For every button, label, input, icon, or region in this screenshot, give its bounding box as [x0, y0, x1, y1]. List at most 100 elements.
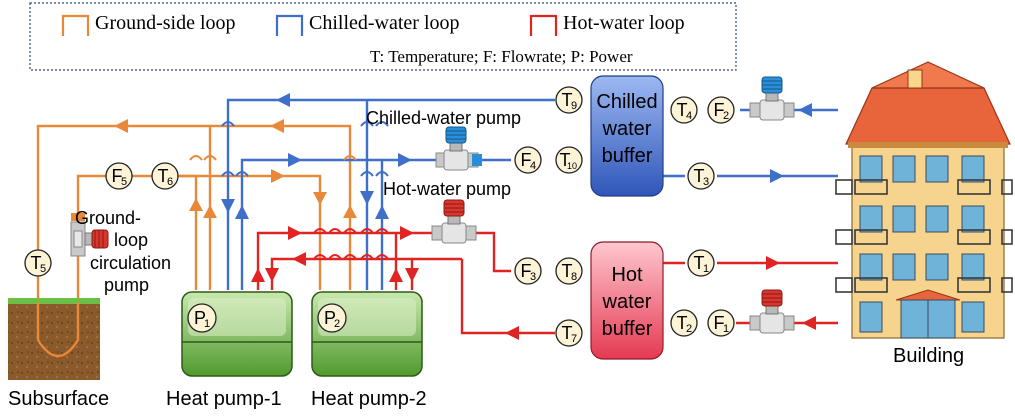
- pipe-crossings: [189, 121, 389, 260]
- sensor-t9: T9: [555, 86, 583, 114]
- sensor-letter: T: [694, 253, 705, 273]
- heat-pump-1-label: Heat pump-1: [166, 388, 282, 410]
- legend-ground-label: Ground-side loop: [95, 12, 236, 34]
- legend: Ground-side loop Chilled-water loop Hot-…: [29, 2, 737, 71]
- chilled-buffer-label-3: buffer: [602, 145, 653, 167]
- hot-buffer-label-1: Hot: [611, 264, 643, 286]
- legend-chilled-label: Chilled-water loop: [309, 12, 460, 34]
- sensor-circle: [707, 309, 735, 337]
- sensor-subscript: 1: [204, 318, 210, 330]
- hot-loop-legend-icon: [529, 14, 558, 36]
- hot-arrow-left-bottom: [505, 326, 519, 340]
- sensor-t2: T2: [670, 309, 698, 337]
- ground-arrow-right-2: [271, 169, 285, 183]
- sensor-subscript: 2: [723, 110, 729, 122]
- hot-pump-label: Hot-water pump: [383, 179, 511, 199]
- chilled-loop-legend-icon: [275, 14, 304, 36]
- heat-pump-1: Heat pump-1: [166, 291, 293, 410]
- sensor-circle: [555, 257, 583, 285]
- legend-box: [29, 2, 737, 71]
- sensor-subscript: 3: [530, 271, 536, 283]
- sensor-letter: T: [562, 261, 573, 281]
- sensor-letter: T: [562, 90, 573, 110]
- chilled-arrow-right: [288, 153, 302, 167]
- building-icon: Building: [835, 61, 1013, 367]
- sensor-subscript: 6: [167, 176, 173, 188]
- chilled-water-loop: [226, 98, 838, 290]
- sensor-letter: F: [521, 261, 532, 281]
- sensor-subscript: 9: [571, 100, 577, 112]
- sensor-letter: T: [694, 166, 705, 186]
- building-hot-pump-icon: [749, 289, 795, 334]
- chilled-arrow-up-hp2: [375, 205, 389, 219]
- ground-pump-label-2: loop: [114, 230, 148, 250]
- sensor-subscript: 2: [686, 323, 692, 335]
- sensor-circle: [555, 146, 583, 174]
- sensor-subscript: 7: [571, 333, 577, 345]
- sensor-letter: T: [560, 150, 571, 170]
- chilled-supply-pipe: [240, 158, 436, 290]
- sensor-subscript: 1: [723, 323, 729, 335]
- ground-arrow-up-hp1b: [203, 205, 217, 218]
- chilled-buffer-label-2: water: [602, 118, 652, 140]
- hot-return-pipe: [270, 257, 414, 290]
- sensor-t10: T10: [555, 146, 583, 174]
- hot-water-buffer: Hot water buffer: [590, 241, 664, 360]
- sensor-subscript: 4: [686, 110, 692, 122]
- sensor-subscript: 5: [121, 176, 127, 188]
- heat-pump-2-label: Heat pump-2: [311, 388, 427, 410]
- hot-arrow-down-hp1: [265, 268, 279, 282]
- soil-block: [8, 302, 100, 380]
- hot-arrow-up-hp2: [389, 268, 403, 282]
- grass-strip: [8, 298, 100, 304]
- chilled-arrow-to-building: [770, 169, 784, 183]
- hot-arrow-down-hp2: [405, 268, 419, 282]
- sensor-circle: [707, 96, 735, 124]
- chilled-return-pipe: [226, 98, 555, 290]
- legend-hot-label: Hot-water loop: [563, 12, 685, 34]
- sensor-t6: T6: [151, 162, 179, 190]
- hot-arrow-right-2: [400, 226, 414, 240]
- ground-arrow-left-2: [270, 119, 284, 133]
- sensor-circle: [670, 309, 698, 337]
- sensor-subscript: 10: [567, 161, 577, 171]
- chilled-arrow-from-building: [798, 103, 812, 117]
- sensor-letter: T: [677, 100, 688, 120]
- sensor-subscript: 4: [530, 160, 536, 172]
- ground-pump-label-4: pump: [104, 275, 149, 295]
- sensor-circle: [555, 319, 583, 347]
- chilled-pump-label: Chilled-water pump: [366, 108, 521, 128]
- ground-supply-hp1: [176, 174, 198, 290]
- sensor-circle: [555, 86, 583, 114]
- building-chilled-pump-icon: [749, 76, 795, 121]
- sensor-t3: T3: [687, 162, 715, 190]
- chilled-buffer-label-1: Chilled: [596, 91, 657, 113]
- hot-arrow-from-building: [802, 316, 816, 330]
- sensor-f1: F1: [707, 309, 735, 337]
- sensor-t5: T5: [24, 249, 52, 277]
- sensor-letter: T: [677, 313, 688, 333]
- sensor-letter: F: [112, 166, 123, 186]
- hot-water-pump-icon: [431, 199, 477, 244]
- sensor-f3: F3: [514, 257, 542, 285]
- hot-buffer-label-3: buffer: [602, 318, 653, 340]
- chilled-arrow-right-2: [398, 153, 412, 167]
- chilled-arrow-left: [276, 93, 290, 107]
- hot-buffer-label-2: water: [602, 291, 652, 313]
- hot-supply-pipe: [256, 231, 432, 290]
- sensor-letter: F: [714, 100, 725, 120]
- sensor-f5: F5: [105, 162, 133, 190]
- sensor-circle: [187, 303, 217, 333]
- chilled-water-buffer: Chilled water buffer: [590, 75, 664, 197]
- sensor-t7: T7: [555, 319, 583, 347]
- sensor-letter: P: [194, 308, 206, 328]
- sensor-circle: [151, 162, 179, 190]
- sensor-p2: P2: [317, 303, 347, 333]
- ground-loop-legend-icon: [61, 14, 90, 36]
- sensor-circle: [24, 249, 52, 277]
- sensor-subscript: 1: [703, 263, 709, 275]
- ground-loop-pump-icon: [70, 213, 109, 257]
- sensor-subscript: 8: [571, 271, 577, 283]
